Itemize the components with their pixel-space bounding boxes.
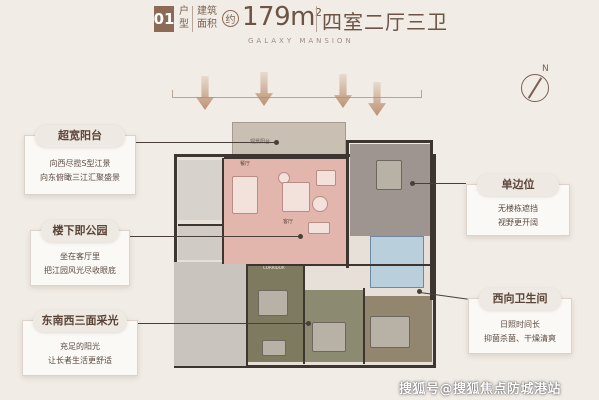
callout-title: 东南西三面采光: [33, 310, 127, 332]
wall: [303, 266, 305, 364]
callout-line: 视野更开阔: [498, 218, 538, 227]
wall: [246, 264, 248, 366]
bed: [376, 160, 402, 190]
sunlight-tick: [421, 90, 422, 98]
project-subtitle: GALAXY MANSION: [248, 37, 354, 45]
sunlight-tick: [172, 90, 173, 98]
sunlight-arrow-icon: [196, 76, 214, 110]
living-label: 客厅: [283, 219, 294, 225]
wall: [363, 288, 365, 364]
callout-line: 抑菌杀菌、干燥清爽: [484, 334, 556, 343]
layout-name: 四室二厅三卫: [322, 10, 448, 34]
compass-needle: [527, 77, 543, 99]
dining-table: [232, 176, 258, 214]
callout-connector: [412, 183, 466, 184]
callout-line: 无楼栋遮挡: [498, 204, 538, 213]
callout-dot: [306, 321, 311, 326]
wall: [222, 158, 224, 264]
unit-type-label: 户型: [179, 6, 189, 30]
bed: [258, 290, 288, 316]
callout-park: 楼下即公园 坐在客厅里 把江园风光尽收眼底: [30, 220, 130, 286]
callout-line: 向西尽揽S型江景: [49, 159, 111, 168]
callout-connector: [130, 236, 300, 237]
callout-line: 日照时间长: [500, 320, 540, 329]
area-value: 179m2: [242, 2, 322, 32]
sofa: [282, 182, 310, 212]
callout-title: 楼下即公园: [41, 220, 119, 242]
header: 01 户型 建筑面积 约 179m2 四室二厅三卫 GALAXY MANSION: [0, 0, 599, 56]
compass-icon: [521, 74, 549, 102]
callout-balcony: 超宽阳台 向西尽揽S型江景 向东俯瞰三江汇聚盛景: [24, 125, 136, 195]
stair-area: [178, 224, 222, 260]
armchair: [316, 170, 336, 186]
callout-line: 把江园风光尽收眼底: [44, 266, 116, 275]
callout-title: 超宽阳台: [35, 125, 125, 147]
area-number: 179m: [242, 2, 315, 32]
callout-light: 东南西三面采光 充足的阳光 让长者生活更舒适: [22, 310, 138, 376]
callout-line: 向东俯瞰三江汇聚盛景: [40, 173, 120, 182]
callout-line: 充足的阳光: [60, 342, 100, 351]
callout-dot: [417, 289, 422, 294]
area-label: 建筑面积: [197, 6, 217, 30]
bedroom-top-right: [350, 144, 430, 236]
kitchen-area: [178, 160, 224, 220]
approx-badge: 约: [222, 10, 239, 27]
garden-area: [174, 262, 248, 366]
dining-label: 餐厅: [240, 161, 251, 167]
callout-line: 让长者生活更舒适: [48, 356, 112, 365]
wall: [224, 156, 348, 159]
coffee-table: [312, 196, 328, 212]
wall: [346, 140, 349, 268]
callout-dot: [298, 234, 303, 239]
unit-number-badge: 01: [154, 6, 174, 32]
callout-title: 西向卫生间: [479, 288, 561, 310]
sunlight-line: [172, 97, 422, 98]
wall: [430, 140, 433, 300]
corridor-label: CORRIDOR: [263, 265, 285, 270]
compass-north-label: N: [542, 64, 549, 74]
wall: [246, 264, 432, 266]
tv-cabinet: [308, 222, 330, 234]
callout-connector: [138, 323, 308, 324]
area-unit-sup: 2: [314, 6, 322, 19]
callout-connector: [136, 142, 276, 143]
callout-line: 坐在客厅里: [60, 252, 100, 261]
callout-title: 单边位: [477, 174, 559, 196]
watermark: 搜狐号@搜狐焦点防城港站: [399, 382, 562, 397]
callout-dot: [410, 181, 415, 186]
callout-dot: [274, 140, 279, 145]
callout-west-bathroom: 西向卫生间 日照时间长 抑菌杀菌、干燥清爽: [468, 288, 572, 354]
sunlight-arrow-icon: [334, 74, 352, 108]
sunlight-arrow-icon: [255, 72, 273, 106]
bed: [370, 316, 410, 348]
divider: [316, 6, 317, 32]
divider: [192, 6, 193, 32]
wall: [348, 140, 432, 143]
callout-single-side: 单边位 无楼栋遮挡 视野更开阔: [466, 174, 570, 236]
sunlight-arrow-icon: [368, 82, 386, 116]
desk: [262, 340, 286, 356]
bed: [312, 322, 346, 352]
bathroom-west: [370, 236, 424, 288]
